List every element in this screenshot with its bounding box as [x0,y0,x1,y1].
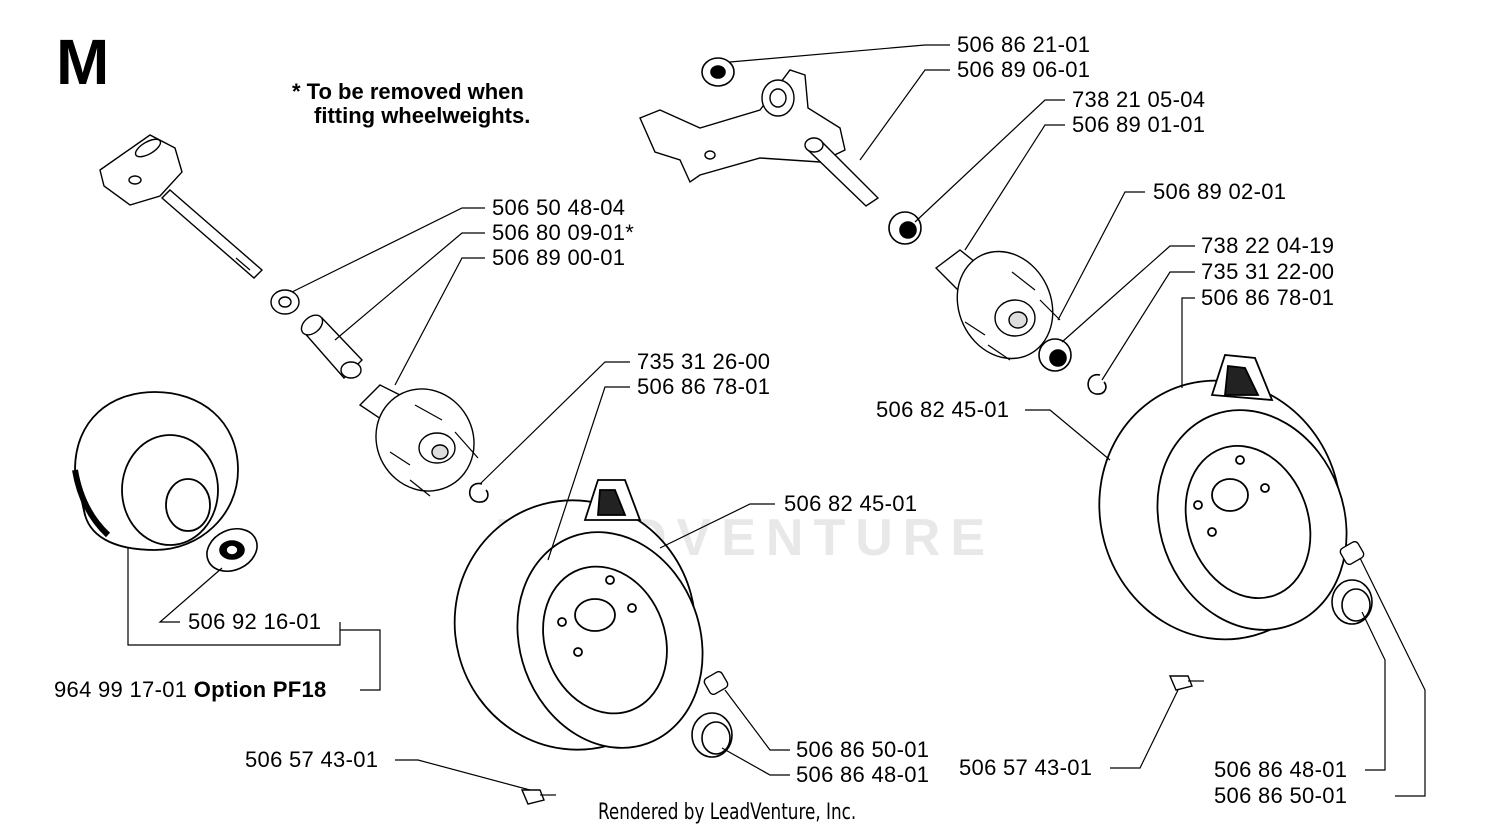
right-lug-nut [1339,540,1365,566]
part-label: 506 57 43-01 [245,747,379,772]
left-valve-stem [520,789,556,805]
right-bearing [1038,338,1072,372]
note-line-2: fitting wheelweights. [314,103,531,128]
option-name: Option PF18 [193,677,327,702]
part-label: 506 86 48-01 [1214,757,1348,782]
part-label: 506 89 01-01 [1072,112,1206,137]
part-label: 506 57 43-01 [959,755,1093,780]
part-label: 506 86 78-01 [637,374,771,399]
part-label: 738 21 05-04 [1072,87,1206,112]
right-wheel [1098,354,1348,641]
left-sleeve [300,314,363,380]
part-label: 506 82 45-01 [876,397,1010,422]
part-label: 506 89 02-01 [1153,179,1287,204]
footer-credit: Rendered by LeadVenture, Inc. [598,800,857,825]
right-hub [934,249,1061,361]
part-label: 506 89 06-01 [957,57,1091,82]
part-label: 738 22 04-19 [1201,233,1335,258]
option-part-number: 964 99 17-01 [54,677,188,702]
right-axle-pin [804,137,880,207]
left-lug-nut [703,670,729,696]
part-label: 506 86 78-01 [1201,285,1335,310]
part-label: 735 31 22-00 [1201,259,1335,284]
figure-letter: M [56,26,110,98]
part-label: 506 86 21-01 [957,32,1091,57]
part-label: 506 92 16-01 [188,609,322,634]
part-label: 506 86 50-01 [1214,783,1348,808]
right-valve-stem [1168,675,1204,691]
option-bearing [206,528,258,572]
right-bushing [888,211,922,245]
wheelweight-note: * To be removed when fitting wheelweight… [292,80,530,128]
right-bracket [639,69,846,184]
right-retaining-clip [1087,374,1107,395]
right-nut-top [701,57,735,87]
option-label: 964 99 17-01 Option PF18 [54,678,327,702]
left-spacer-washer [270,289,300,315]
part-label: 735 31 26-00 [637,349,771,374]
note-line-1: * To be removed when [292,79,524,104]
leader-lines [127,44,1426,797]
left-hub-cap [691,712,733,758]
left-retaining-clip [469,482,489,503]
part-label: 506 80 09-01* [492,220,635,245]
part-label: 506 86 48-01 [796,762,930,787]
part-label: 506 89 00-01 [492,245,626,270]
part-label: 506 50 48-04 [492,195,626,220]
left-wheel [453,479,704,751]
option-weight [72,391,239,551]
part-label: 506 82 45-01 [784,491,918,516]
left-hub [358,384,479,497]
right-hub-cap [1331,579,1373,625]
left-axle-shaft [99,134,264,279]
part-label: 506 86 50-01 [796,737,930,762]
